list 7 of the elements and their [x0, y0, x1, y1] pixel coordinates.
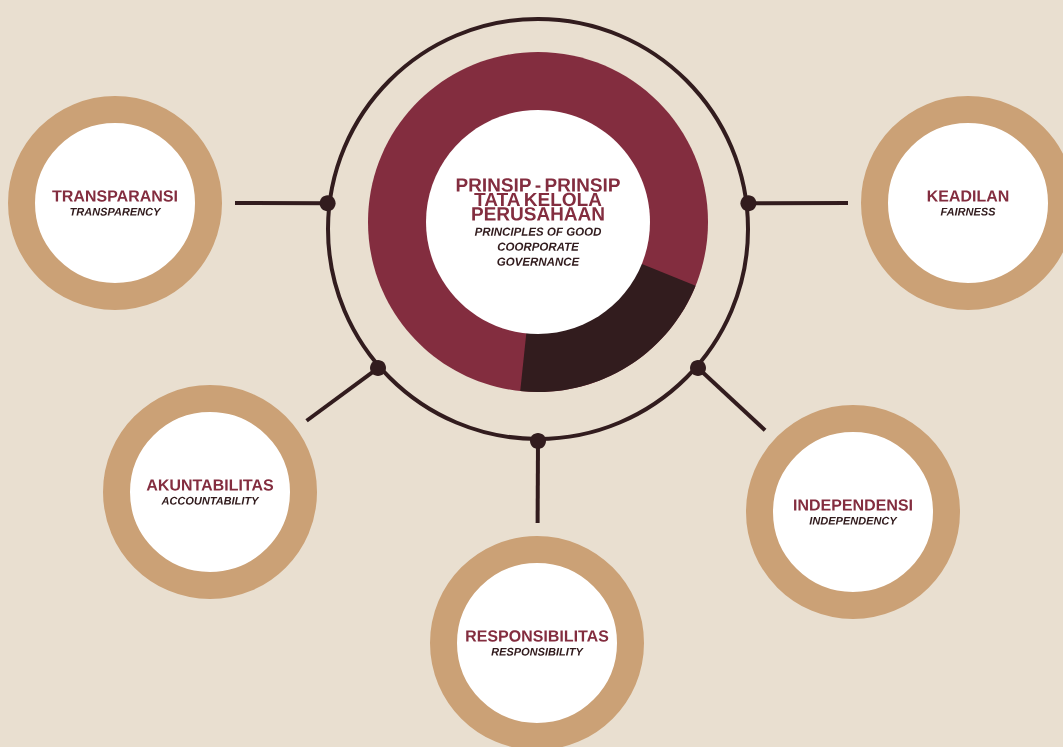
connector [740, 195, 848, 212]
connector [305, 360, 386, 423]
connector [690, 360, 767, 432]
donut-chart: PRINSIP - PRINSIP TATA KELOLA PERUSAHAAN PRINCIPLES OF GOOD COORPORATE GOVERNANCE [368, 52, 708, 392]
connector [530, 433, 546, 523]
connector [235, 195, 336, 212]
ring [326, 17, 750, 441]
